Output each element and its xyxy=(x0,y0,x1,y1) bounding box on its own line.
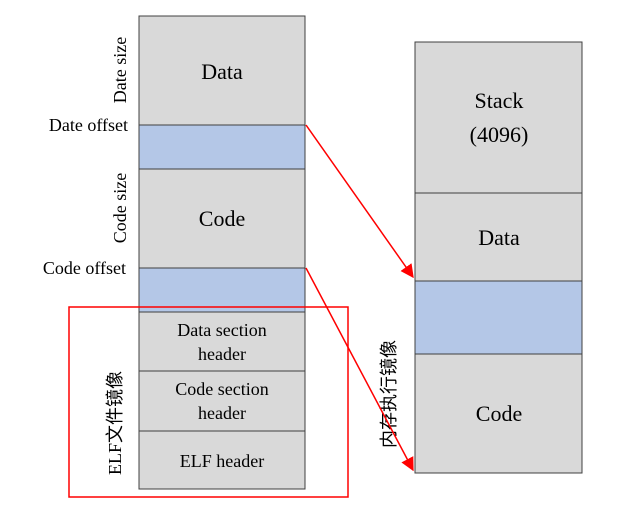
elf-image-frame xyxy=(68,306,349,498)
right-block-data xyxy=(414,192,583,282)
left-block-elf-header xyxy=(138,430,306,490)
left-block-data xyxy=(138,15,306,126)
arrow-code-offset xyxy=(305,267,414,472)
left-block-code-label: Code xyxy=(199,206,245,231)
code-size-label: Code size xyxy=(110,173,130,243)
left-block-code-section-header xyxy=(138,370,306,432)
elf-header-label: ELF header xyxy=(180,451,264,471)
left-block-data-section-header xyxy=(138,311,306,372)
stack-label-line1: Stack xyxy=(475,88,524,113)
left-block-code xyxy=(138,168,306,269)
right-column: Stack (4096) Data Code xyxy=(414,41,583,474)
date-offset-label: Date offset xyxy=(49,115,128,135)
memory-image-label: 内存执行镜像 xyxy=(379,340,399,448)
right-block-code xyxy=(414,353,583,474)
arrow-data-offset xyxy=(305,124,414,279)
code-section-header-line1: Code section xyxy=(175,379,268,399)
right-block-gap xyxy=(414,280,583,355)
stack-label-line2: (4096) xyxy=(470,122,529,147)
right-code-label: Code xyxy=(476,401,522,426)
data-section-header-line1: Data section xyxy=(177,320,266,340)
data-section-header-line2: header xyxy=(198,344,246,364)
left-block-data-gap xyxy=(138,124,306,170)
right-data-label: Data xyxy=(478,225,520,250)
left-block-code-gap xyxy=(138,267,306,313)
elf-image-label: ELF文件镜像 xyxy=(105,371,125,475)
left-column: Data Code Data section header Code secti… xyxy=(138,15,306,490)
left-block-data-label: Data xyxy=(201,59,243,84)
code-section-header-line2: header xyxy=(198,403,246,423)
date-size-label: Date size xyxy=(110,37,130,103)
right-block-stack xyxy=(414,41,583,194)
code-offset-label: Code offset xyxy=(43,258,126,278)
